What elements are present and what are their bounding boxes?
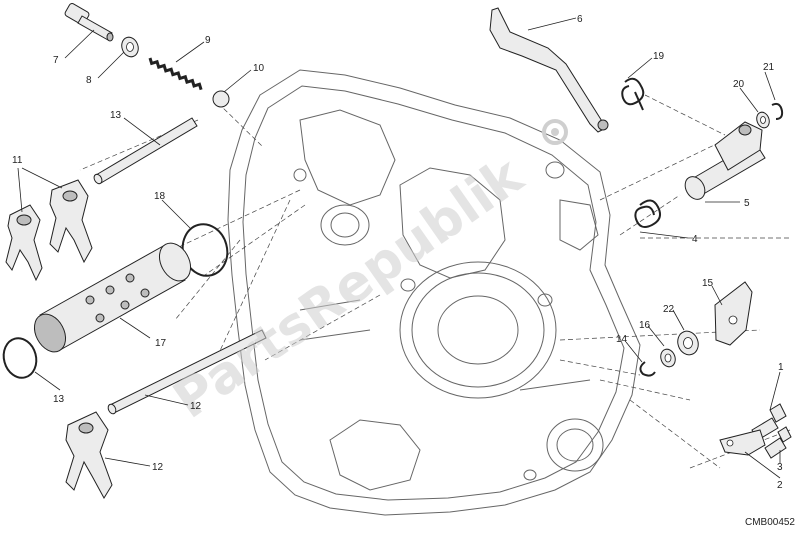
part-spring-9	[148, 57, 203, 91]
part-fork-11-right	[49, 179, 93, 264]
part-spring-4	[634, 199, 661, 228]
callout-13-upper: 13	[110, 110, 122, 121]
callout-3: 3	[777, 462, 783, 473]
part-pin-7	[64, 3, 114, 42]
callout-17: 16	[639, 320, 651, 331]
part-bolt-3	[764, 426, 792, 459]
leader-lines	[17, 17, 781, 479]
watermark: PartsRepublik	[163, 119, 568, 431]
callout-11: 11	[12, 155, 23, 166]
svg-text:PartsRepublik: PartsRepublik	[163, 145, 535, 430]
part-shift-shaft-5	[684, 121, 766, 200]
callout-6: 6	[577, 14, 583, 25]
part-bracket-2	[719, 429, 766, 456]
part-lever-6	[489, 7, 609, 133]
callout-12: 12	[152, 462, 164, 473]
callout-13-lower: 12	[190, 401, 202, 412]
diagram-code: CMB00452	[744, 517, 795, 528]
callout-15: 14	[616, 334, 628, 345]
part-ball-10	[212, 90, 230, 108]
callout-21: 20	[733, 79, 745, 90]
part-fork-11-left	[5, 204, 43, 282]
callout-14: 13	[53, 394, 65, 405]
part-fork-12	[65, 411, 113, 499]
callout-9: 9	[205, 35, 211, 46]
callout-23: 22	[663, 304, 675, 315]
crankcase-half	[227, 69, 641, 516]
callout-18: 17	[155, 338, 167, 349]
part-clip-22	[771, 102, 784, 120]
part-spring-20	[621, 77, 645, 111]
callout-16: 15	[702, 278, 714, 289]
part-washer-8	[121, 36, 139, 58]
callout-20: 19	[653, 51, 665, 62]
callout-5: 5	[744, 198, 750, 209]
part-washer-17	[660, 348, 676, 368]
callout-8: 8	[86, 75, 92, 86]
callout-19: 18	[154, 191, 166, 202]
part-clip-15	[639, 361, 656, 377]
gear-icon	[542, 119, 568, 145]
part-washer-21	[756, 111, 770, 129]
part-oring-14	[2, 337, 38, 379]
callout-10: 10	[253, 63, 265, 74]
callout-labels: 7 8 9 10 6 19 21 20 13 11 18 5 4 15 22 1…	[12, 14, 784, 491]
part-shaft-13-lower	[107, 329, 267, 415]
part-shift-drum-18	[33, 242, 192, 353]
callout-22: 21	[763, 62, 775, 73]
callout-7: 7	[53, 55, 59, 66]
callout-2: 2	[777, 480, 783, 491]
part-plate-16	[714, 281, 753, 346]
callout-1: 1	[778, 362, 784, 373]
part-washer-23	[677, 330, 699, 356]
part-shaft-13-upper	[93, 117, 198, 185]
callout-4: 4	[692, 234, 698, 245]
